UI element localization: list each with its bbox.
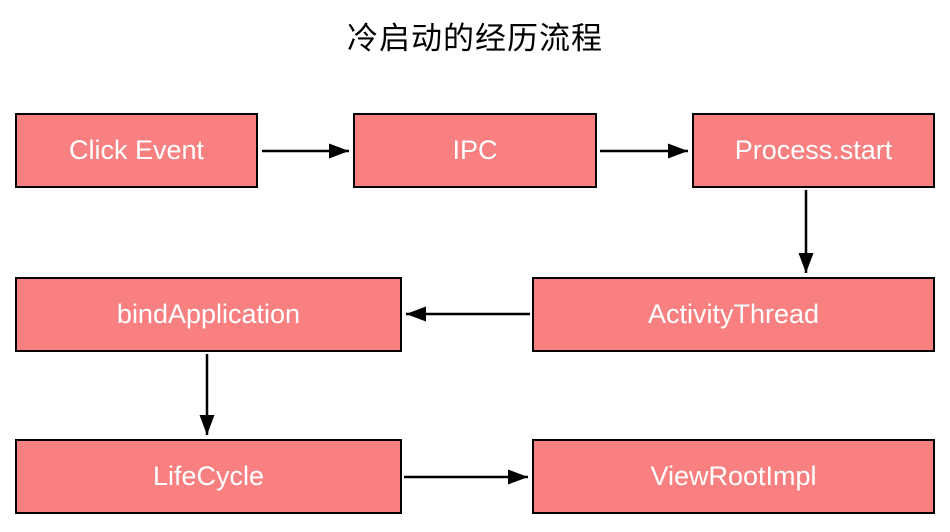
node-ipc-label: IPC [452,135,498,165]
node-click-event: Click Event [15,113,258,188]
node-bind-application: bindApplication [15,277,402,352]
node-life-cycle-label: LifeCycle [152,461,265,491]
node-activity-thread: ActivityThread [532,277,935,352]
node-bind-application-label: bindApplication [116,299,301,329]
node-view-root-impl-label: ViewRootImpl [650,461,817,491]
node-view-root-impl: ViewRootImpl [532,439,935,514]
node-activity-thread-label: ActivityThread [647,299,820,329]
node-process-start-label: Process.start [734,135,893,165]
node-click-event-label: Click Event [68,135,205,165]
diagram-title: 冷启动的经历流程 [347,21,603,56]
node-ipc: IPC [353,113,597,188]
node-life-cycle: LifeCycle [15,439,402,514]
node-process-start: Process.start [692,113,935,188]
